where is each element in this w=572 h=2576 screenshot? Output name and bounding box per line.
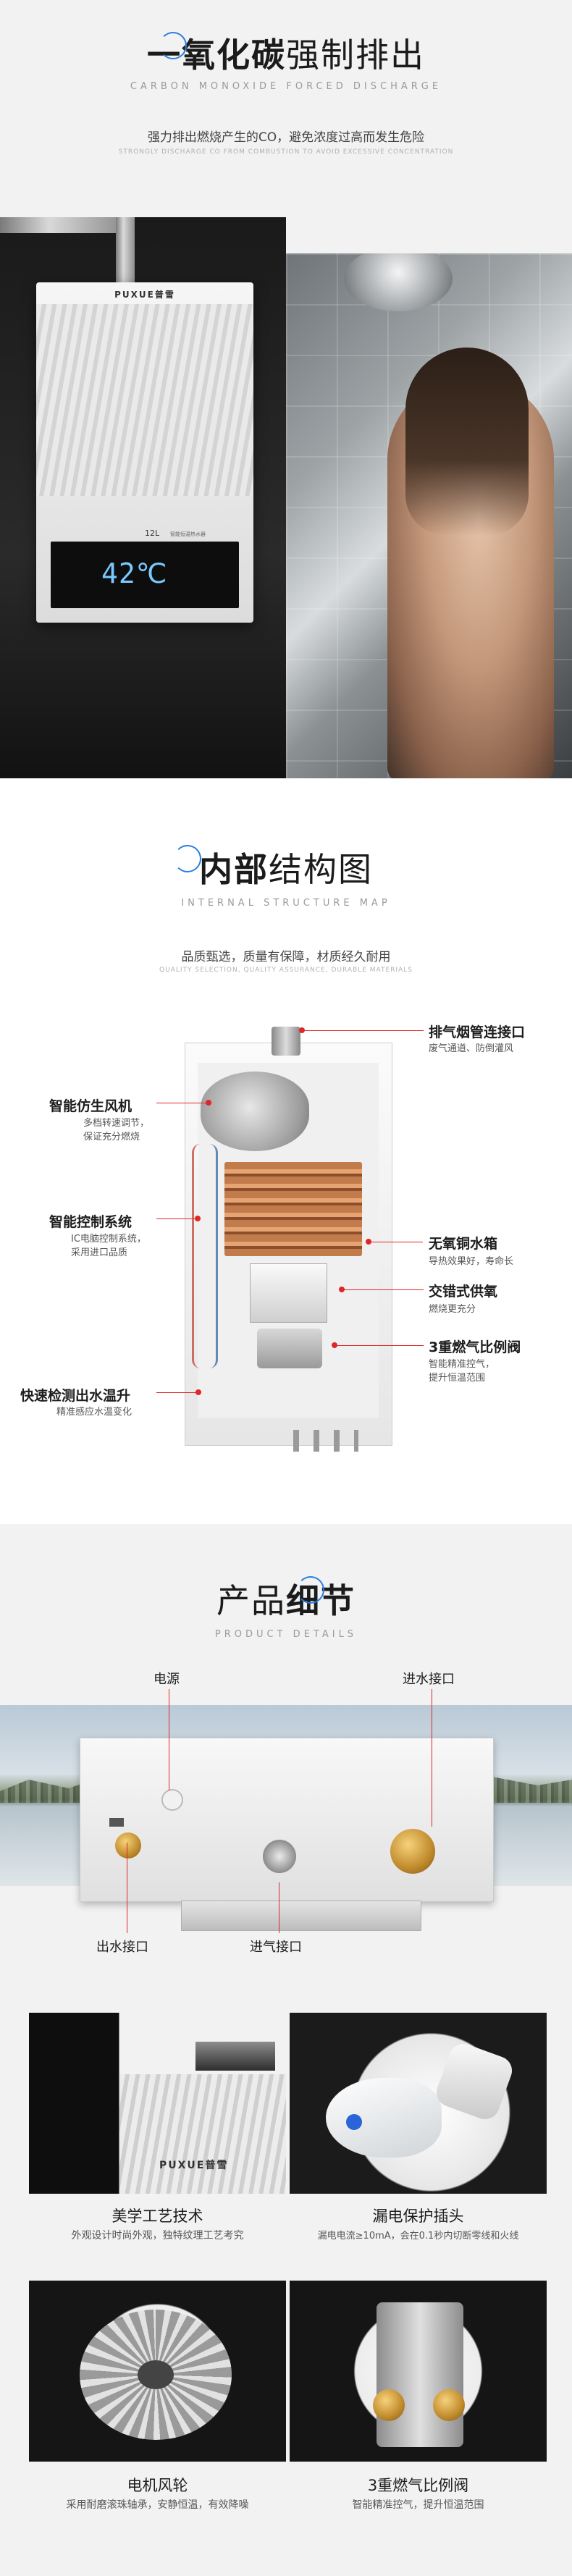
heater-display-panel [51, 542, 239, 608]
heater-ledge [181, 1901, 421, 1931]
card-plug-image [290, 2013, 547, 2194]
heater-model: 12L [145, 529, 160, 538]
water-in-fitting [390, 1829, 435, 1874]
label-valve-sub-2: 提升恒温范围 [429, 1373, 486, 1384]
product-details-section: 产品细节 PRODUCT DETAILS 电源 进水接口 出水接口 进气接口 P… [0, 1524, 572, 2576]
heater-wave-panel [36, 304, 253, 496]
card-valve-image [290, 2281, 547, 2462]
water-heater-unit: PUXUE普雪 12L 智能恒温热水器 42℃ [36, 282, 253, 623]
section1-desc: 强力排出燃烧产生的CO，避免浓度过高而发生危险 [147, 130, 425, 145]
label-sensor-sub: 精准感应水温变化 [56, 1407, 133, 1418]
section2-desc: 品质甄选，质量有保障，材质经久耐用 [181, 950, 391, 964]
plug-test-button [346, 2114, 362, 2130]
diagram-control-box [250, 1263, 327, 1323]
gas-in-fitting [263, 1840, 296, 1873]
label-control-title: 智能控制系统 [49, 1214, 133, 1230]
section2-subtitle-en: INTERNAL STRUCTURE MAP [181, 898, 391, 909]
card1-title: 美学工艺技术 [112, 2207, 203, 2225]
section2-title: 内部结构图 [199, 850, 373, 889]
water-out-fitting [115, 1832, 141, 1859]
card-fan-image [29, 2281, 286, 2462]
spiral-ornament-icon [174, 845, 201, 872]
callout-water-out: 出水接口 [96, 1940, 148, 1955]
label-flue-sub: 废气通道、防倒灌风 [429, 1043, 514, 1054]
heater-brand: PUXUE普雪 [114, 290, 175, 300]
power-port [161, 1789, 183, 1811]
label-control-sub-2: 采用进口品质 [71, 1247, 128, 1258]
section2-desc-en: QUALITY SELECTION, QUALITY ASSURANCE, DU… [159, 967, 413, 974]
label-fan-sub-2: 保证充分燃烧 [83, 1132, 140, 1142]
card2-sub: 漏电电流≥10mA，会在0.1秒内切断零线和火线 [317, 2231, 519, 2242]
label-burner-title: 交错式供氧 [429, 1284, 498, 1300]
label-valve-sub-1: 智能精准控气， [429, 1359, 495, 1370]
co-discharge-section: 一氧化碳强制排出 CARBON MONOXIDE FORCED DISCHARG… [0, 0, 572, 778]
label-burner-sub: 燃烧更充分 [429, 1304, 476, 1315]
card2-title: 漏电保护插头 [372, 2207, 464, 2225]
card4-sub: 智能精准控气，提升恒温范围 [352, 2499, 484, 2511]
card3-title: 电机风轮 [127, 2477, 188, 2494]
diagram-gas-valve [257, 1329, 322, 1368]
card4-title: 3重燃气比例阀 [367, 2477, 469, 2494]
label-copper-sub: 导热效果好，寿命长 [429, 1256, 514, 1267]
card-brand: PUXUE普雪 [159, 2160, 229, 2171]
section1-subtitle-en: CARBON MONOXIDE FORCED DISCHARGE [130, 81, 442, 92]
shower-photo [286, 253, 572, 778]
callout-water-in: 进水接口 [403, 1672, 455, 1687]
section1-desc-en: STRONGLY DISCHARGE CO FROM COMBUSTION TO… [118, 148, 454, 156]
heater-model-note: 智能恒温热水器 [170, 531, 206, 537]
card1-sub: 外观设计时尚外观，独特纹理工艺考究 [71, 2230, 244, 2242]
spiral-ornament-icon [159, 32, 187, 59]
structure-diagram [185, 1027, 392, 1452]
heater-bottom-view [80, 1738, 494, 1902]
label-copper-title: 无氧铜水箱 [429, 1236, 498, 1252]
diagram-flue-connector [272, 1027, 300, 1056]
diagram-fan [201, 1072, 309, 1151]
section3-title: 产品细节 [216, 1581, 356, 1620]
label-fan-title: 智能仿生风机 [49, 1098, 133, 1114]
vent-pipe-vertical [116, 217, 135, 286]
diagram-copper-tank [224, 1162, 362, 1256]
card-aesthetic-image: PUXUE普雪 [29, 2013, 286, 2194]
internal-structure-section: 内部结构图 INTERNAL STRUCTURE MAP 品质甄选，质量有保障，… [0, 778, 572, 1524]
person-hair [405, 348, 529, 536]
card3-sub: 采用耐磨滚珠轴承，安静恒温，有效降噪 [66, 2499, 249, 2511]
label-flue-title: 排气烟管连接口 [429, 1024, 526, 1040]
diagram-wiring [192, 1144, 218, 1368]
section3-subtitle-en: PRODUCT DETAILS [214, 1629, 358, 1640]
spiral-ornament-icon [297, 1576, 324, 1604]
label-sensor-title: 快速检测出水温升 [20, 1388, 131, 1404]
label-fan-sub-1: 多档转速调节， [83, 1118, 150, 1129]
diagram-bottom-pipes [293, 1430, 358, 1452]
small-vent [109, 1818, 124, 1827]
vent-pipe-horizontal [0, 217, 123, 233]
callout-gas-in: 进气接口 [250, 1940, 302, 1955]
heater-temperature-display: 42℃ [101, 557, 168, 589]
section1-title: 一氧化碳强制排出 [147, 35, 425, 75]
label-valve-title: 3重燃气比例阀 [429, 1339, 521, 1355]
label-control-sub-1: IC电脑控制系统， [71, 1234, 146, 1245]
showerhead-icon [344, 253, 453, 311]
callout-power: 电源 [153, 1672, 180, 1687]
